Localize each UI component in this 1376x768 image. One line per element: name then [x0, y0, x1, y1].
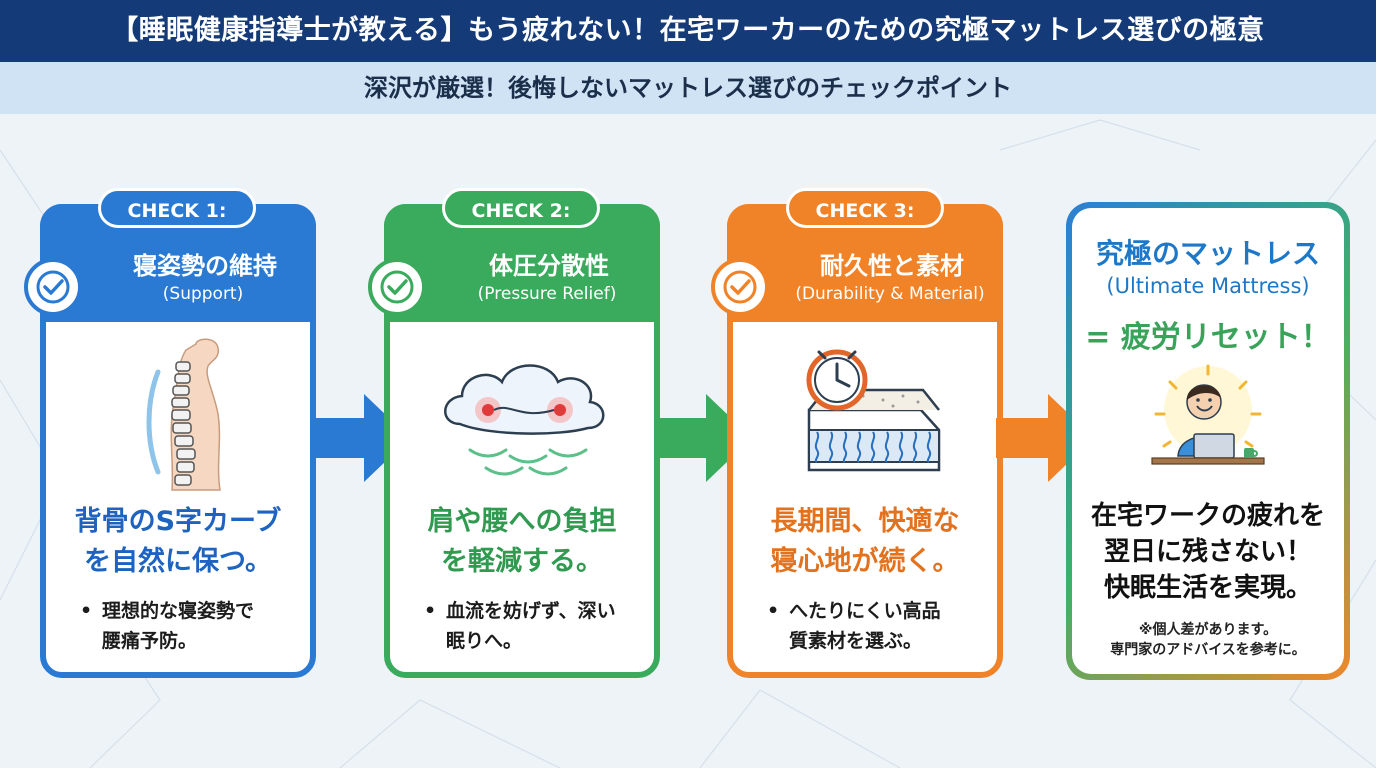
bullet-line: 質素材を選ぶ。 [789, 630, 923, 652]
card-bullet: • 理想的な寝姿勢で 腰痛予防。 [80, 596, 300, 656]
card-main-line: 背骨のS字カーブ [74, 506, 282, 537]
spine-icon [146, 338, 221, 491]
card-title: 体圧分散性 [489, 252, 609, 280]
cloud-pressure-icon [444, 364, 605, 476]
result-title: 究極のマットレス [1095, 237, 1320, 270]
page-title: 【睡眠健康指導士が教える】もう疲れない！在宅ワーカーのための究極マットレス選びの… [0, 0, 1376, 62]
disclaimer-line: ※個人差があります。 [1138, 622, 1278, 638]
disclaimer-line: 専門家のアドバイスを参考に。 [1110, 642, 1306, 658]
checkmark-icon [368, 258, 426, 316]
bullet-line: 眠りへ。 [446, 630, 523, 652]
check-1-tab: CHECK 1: [98, 188, 256, 228]
bullet-line: 腰痛予防。 [102, 630, 198, 652]
card-title: 耐久性と素材 [820, 252, 964, 280]
card-header: 寝姿勢の維持 (Support) [40, 204, 316, 322]
card-title-en: (Durability & Material) [795, 284, 985, 304]
check-card-1: 寝姿勢の維持 (Support) 背骨のS字カーブ を自然に保つ。 • 理想的な… [24, 204, 316, 678]
card-bullet: • へたりにくい高品 質素材を選ぶ。 [767, 596, 987, 656]
result-title-en: (Ultimate Mattress) [1106, 274, 1310, 298]
bullet-dot: • [424, 600, 437, 622]
card-title: 寝姿勢の維持 [133, 252, 277, 280]
result-main-line: 快眠生活を実現。 [1103, 573, 1312, 603]
bullet-line: 血流を妨げず、深い [446, 600, 616, 622]
mattress-clock-icon [806, 349, 941, 472]
check-card-3: 耐久性と素材 (Durability & Material) 長期間、快適な 寝… [711, 204, 1003, 678]
result-reset-text: = 疲労リセット！ [1085, 320, 1331, 355]
result-card-body: 究極のマットレス (Ultimate Mattress) = 疲労リセット！ 在… [1072, 208, 1344, 674]
card-main-line: 寝心地が続く。 [770, 546, 960, 577]
page-subtitle: 深沢が厳選！後悔しないマットレス選びのチェックポイント [0, 62, 1376, 114]
checkmark-icon [24, 258, 82, 316]
bullet-dot: • [767, 600, 780, 622]
card-main-line: を自然に保つ。 [84, 546, 272, 577]
card-main-line: を軽減する。 [441, 546, 603, 577]
checkmark-icon [711, 258, 769, 316]
result-main-line: 在宅ワークの疲れを [1090, 501, 1325, 531]
result-card: 究極のマットレス (Ultimate Mattress) = 疲労リセット！ 在… [1066, 202, 1350, 680]
happy-worker-icon [1151, 364, 1265, 465]
bullet-dot: • [80, 600, 93, 622]
card-bullet: • 血流を妨げず、深い 眠りへ。 [424, 596, 644, 656]
card-main-line: 肩や腰への負担 [427, 506, 617, 537]
check-card-2: 体圧分散性 (Pressure Relief) 肩や腰への負担 を軽減する。 •… [368, 204, 660, 678]
check-2-tab: CHECK 2: [442, 188, 600, 228]
check-3-tab: CHECK 3: [786, 188, 944, 228]
bullet-line: へたりにくい高品 [789, 600, 941, 622]
result-main-line: 翌日に残さない！ [1103, 537, 1312, 567]
card-title-en: (Pressure Relief) [477, 284, 617, 304]
card-title-en: (Support) [162, 284, 244, 304]
bullet-line: 理想的な寝姿勢で [102, 600, 255, 622]
card-main-line: 長期間、快適な [770, 506, 960, 537]
